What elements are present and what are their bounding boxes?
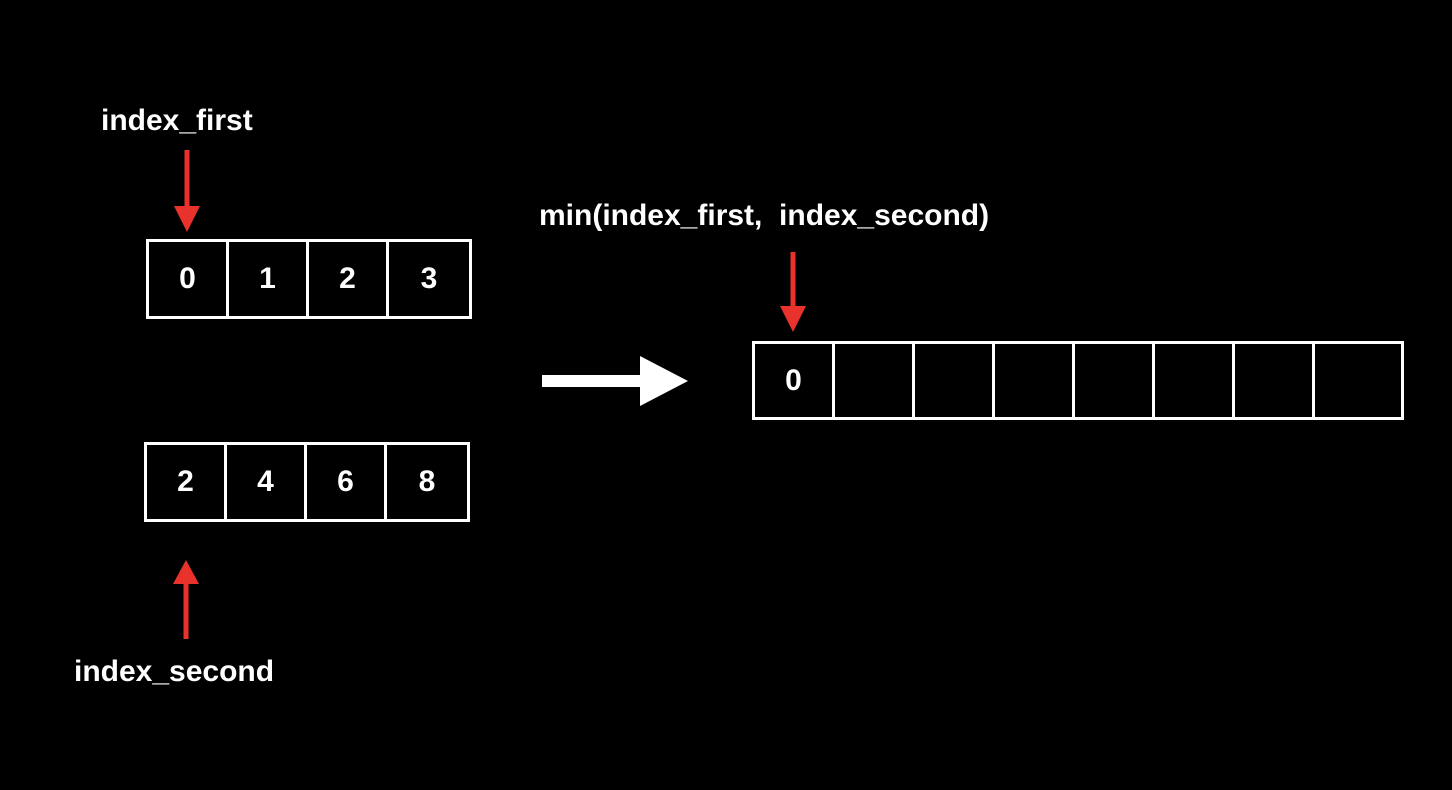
merged-array-cell bbox=[1235, 344, 1315, 417]
merge-arrow bbox=[542, 356, 688, 406]
index-first-pointer-arrow bbox=[174, 150, 200, 232]
merged-array-cell: 0 bbox=[755, 344, 835, 417]
merged-array-cell bbox=[835, 344, 915, 417]
merged-array-cell bbox=[1315, 344, 1395, 417]
first-array: 0 1 2 3 bbox=[146, 239, 472, 319]
merged-array: 0 bbox=[752, 341, 1404, 420]
merged-array-cell bbox=[995, 344, 1075, 417]
first-array-cell: 0 bbox=[149, 242, 229, 316]
second-array-cell: 6 bbox=[307, 445, 387, 519]
index-second-pointer-arrow bbox=[173, 560, 199, 639]
merged-array-cell bbox=[915, 344, 995, 417]
first-array-cell: 3 bbox=[420, 262, 438, 295]
merged-array-cell bbox=[1155, 344, 1235, 417]
index-second-label: index_second bbox=[74, 655, 275, 688]
first-array-cell: 1 bbox=[229, 242, 309, 316]
second-array-cell: 4 bbox=[227, 445, 307, 519]
merged-array-cell bbox=[1075, 344, 1155, 417]
min-expression-label: min(index_first, index_second) bbox=[539, 199, 990, 232]
index-first-label: index_first bbox=[101, 104, 253, 137]
second-array-cell: 8 bbox=[418, 465, 436, 498]
merged-pointer-arrow bbox=[780, 252, 806, 332]
second-array: 2 4 6 8 bbox=[144, 442, 470, 522]
second-array-cell: 2 bbox=[147, 445, 227, 519]
first-array-cell: 2 bbox=[309, 242, 389, 316]
